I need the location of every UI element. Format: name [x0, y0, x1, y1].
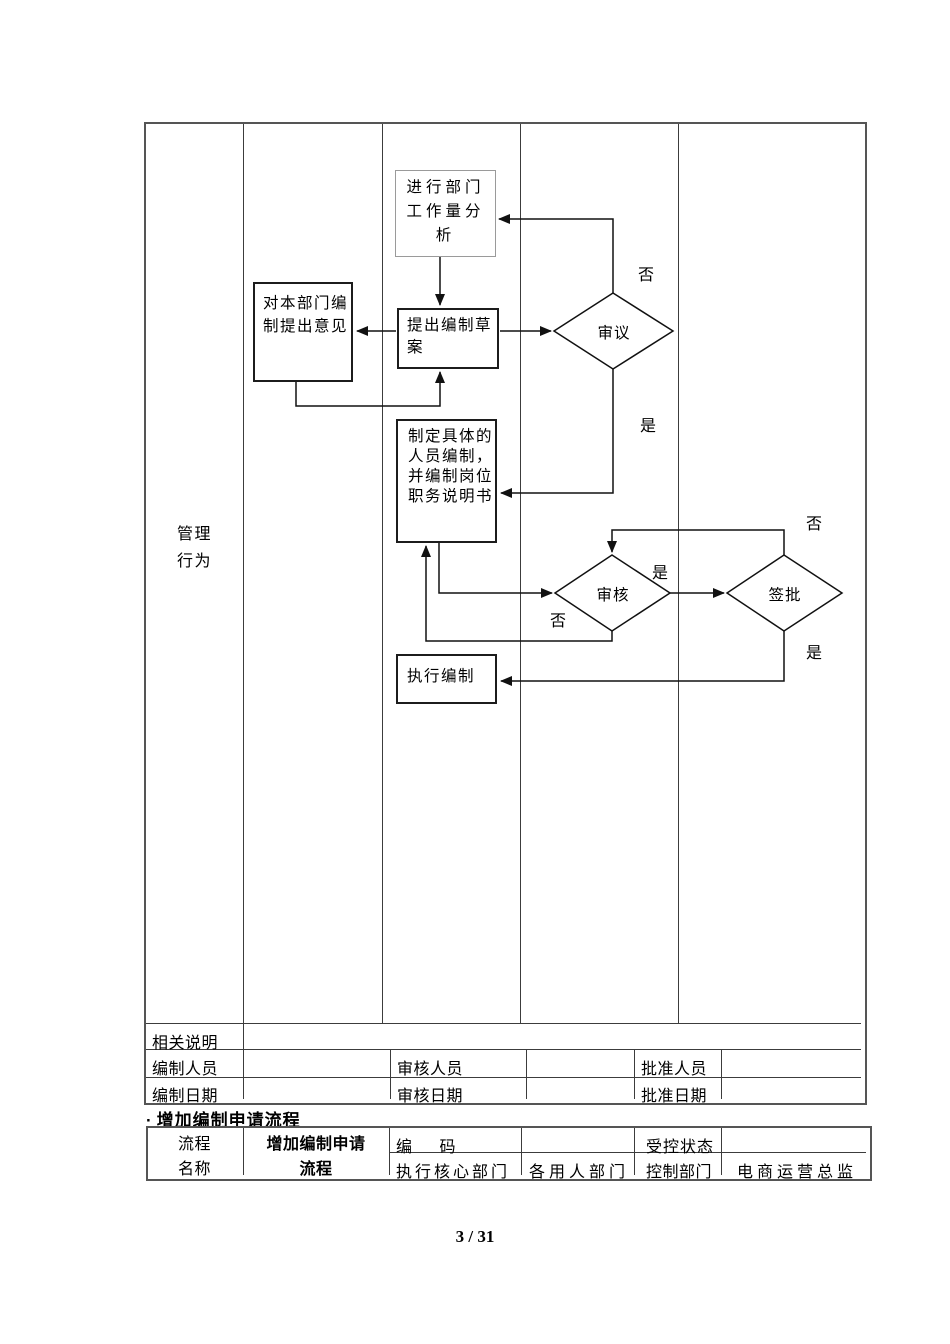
user-dept-label: 各用人部门 — [529, 1164, 630, 1181]
edge-label-review-yes: 是 — [640, 418, 657, 435]
prepared-date-label: 编制日期 — [152, 1088, 219, 1105]
table-row-line — [146, 1077, 861, 1078]
flow-node-analysis: 进行部门 工作量分 析 — [395, 170, 496, 257]
decision-approve-label: 签批 — [768, 587, 802, 604]
flow-node-plan: 制定具体的 人员编制， 并编制岗位 职务说明书 — [396, 419, 497, 543]
table-cell-line — [526, 1049, 527, 1099]
process-name-value: 增加编制申请 流程 — [266, 1136, 366, 1178]
control-dept-label: 控制部门 — [646, 1164, 713, 1181]
table-column-line — [721, 1128, 722, 1175]
table-cell-line — [390, 1049, 391, 1099]
prepared-by-label: 编制人员 — [152, 1061, 219, 1078]
executing-core-dept-label: 执行核心部门 — [396, 1164, 511, 1181]
table-column-line — [243, 124, 244, 1099]
decision-check-label: 审核 — [596, 587, 630, 604]
table-column-line — [520, 124, 521, 1023]
flow-node-draft: 提出编制草 案 — [397, 308, 499, 369]
approved-date-label: 批准日期 — [641, 1088, 708, 1105]
section-heading: ·增加编制申请流程 — [146, 1106, 301, 1131]
table-row-line — [389, 1152, 866, 1153]
decision-review-label: 审议 — [597, 325, 631, 342]
table-column-line — [521, 1128, 522, 1175]
edge-label-check-no: 否 — [550, 613, 567, 630]
related-note-label: 相关说明 — [152, 1035, 219, 1052]
table-column-line — [389, 1128, 390, 1175]
edge-label-review-no: 否 — [638, 267, 655, 284]
table-column-line — [243, 1128, 244, 1175]
controlled-state-label: 受控状态 — [646, 1139, 715, 1156]
reviewed-date-label: 审核日期 — [397, 1088, 464, 1105]
flow-diagram-table — [144, 122, 867, 1105]
reviewed-by-label: 审核人员 — [397, 1061, 464, 1078]
page-number: 3 / 31 — [455, 1227, 495, 1246]
table-column-line — [634, 1128, 635, 1175]
table-row-line — [146, 1049, 861, 1050]
table-column-line — [382, 124, 383, 1023]
diagram-row-header: 管理 行为 — [177, 526, 213, 570]
edge-label-check-yes: 是 — [652, 565, 669, 582]
section-heading-text: 增加编制申请流程 — [156, 1111, 301, 1130]
table-cell-line — [634, 1049, 635, 1099]
process-name-label: 流程 名称 — [177, 1136, 211, 1178]
table-column-line — [678, 124, 679, 1023]
edge-label-approve-yes: 是 — [806, 645, 823, 662]
flow-node-execute: 执行编制 — [396, 654, 497, 704]
approved-by-label: 批准人员 — [641, 1061, 708, 1078]
process-code-label: 编 码 — [396, 1139, 457, 1156]
bullet-icon: · — [146, 1111, 153, 1130]
flow-node-opinion: 对本部门编 制提出意见 — [253, 282, 353, 382]
table-row-line — [146, 1023, 861, 1024]
edge-label-approve-no: 否 — [806, 516, 823, 533]
table-cell-line — [721, 1049, 722, 1099]
process-header-table — [146, 1126, 872, 1181]
control-dept-value: 电商运营总监 — [737, 1164, 858, 1181]
